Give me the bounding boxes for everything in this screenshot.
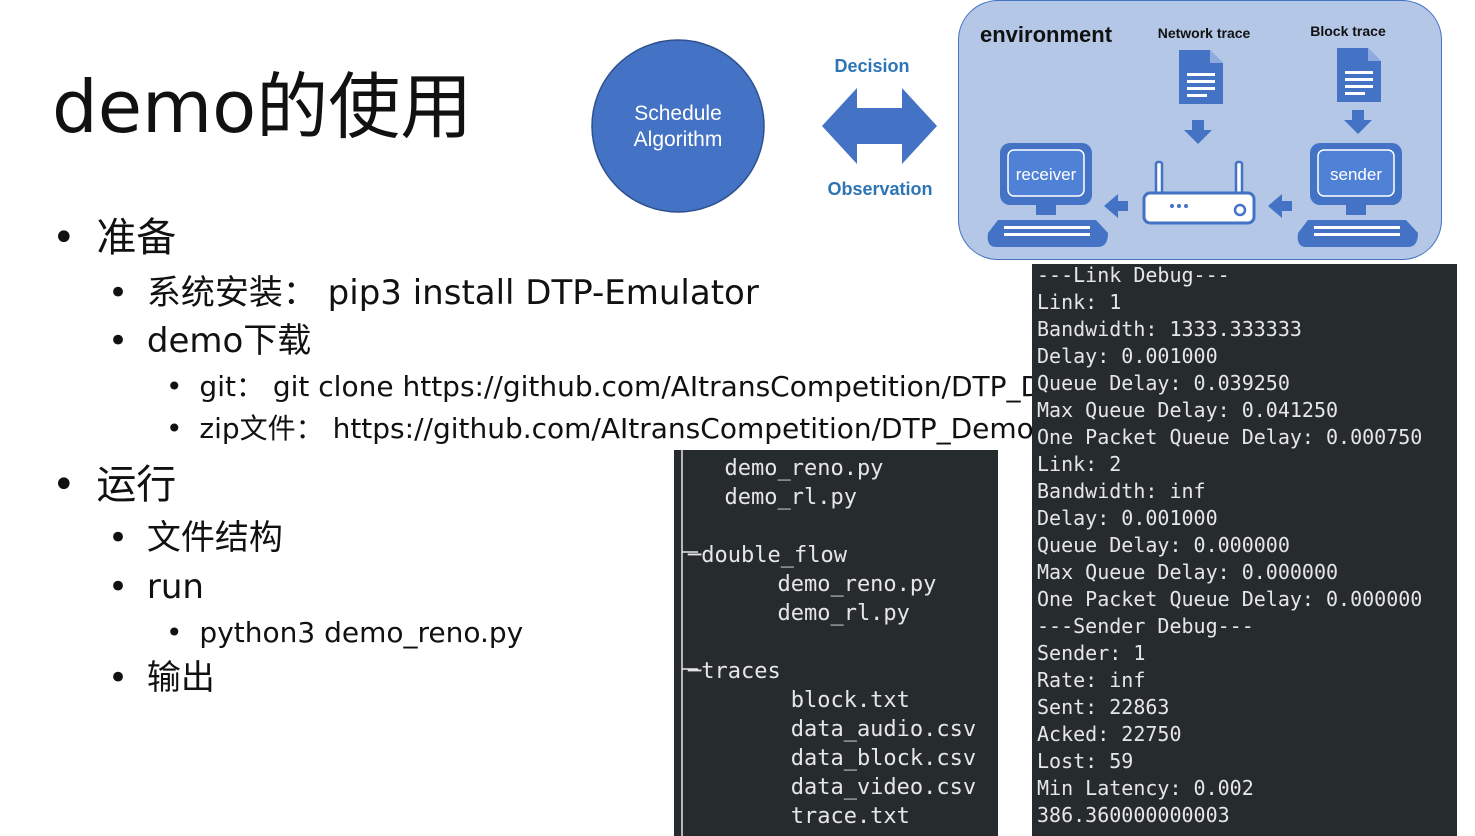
bullet-output: • 输出 — [108, 657, 215, 699]
bullet-zip-label[interactable]: zip文件： https://github.com/AItransCompeti… — [199, 412, 1032, 445]
receiver-label: receiver — [1016, 165, 1077, 184]
left-arrow-icon — [1104, 194, 1128, 218]
bullet-run: • run — [108, 566, 204, 608]
debug-output-line: Queue Delay: 0.000000 — [1037, 533, 1290, 557]
algorithm-label-2: Algorithm — [634, 128, 723, 151]
down-arrow-icon — [1184, 120, 1212, 144]
debug-output-line: Sender: 1 — [1037, 641, 1146, 665]
tree-lines — [681, 450, 698, 836]
bullet-output-label: 输出 — [146, 658, 215, 698]
bullet-dot: • — [52, 462, 76, 508]
file-tree-line: data_video.csv — [698, 775, 977, 800]
schedule-algorithm-circle — [591, 39, 765, 213]
debug-output-line: Bandwidth: inf — [1037, 479, 1206, 503]
bullet-dot: • — [108, 567, 129, 607]
debug-output-line: Queue Delay: 0.039250 — [1037, 371, 1290, 395]
bullet-sys-install: • 系统安装： pip3 install DTP-Emulator — [108, 272, 759, 314]
bullet-demo-download-label: demo下载 — [146, 321, 312, 361]
bullet-sys-install-label: 系统安装： pip3 install DTP-Emulator — [146, 273, 759, 313]
bullet-prep: • 准备 — [52, 213, 176, 263]
bullet-file-struct-label: 文件结构 — [146, 518, 283, 558]
debug-output-line: Delay: 0.001000 — [1037, 344, 1218, 368]
environment-diagram: environment Network trace Block trace re… — [980, 22, 1418, 247]
block-trace-document-icon — [1337, 48, 1381, 102]
sender-computer-icon — [1297, 143, 1418, 247]
debug-output-line: ---Sender Debug--- — [1037, 614, 1254, 638]
file-tree-line: ─double_flow — [688, 543, 847, 568]
decision-label: Decision — [834, 56, 909, 76]
environment-label: environment — [980, 22, 1113, 47]
router-icon — [1142, 160, 1256, 225]
debug-output-line: Min Latency: 0.002 — [1037, 776, 1254, 800]
sender-label: sender — [1330, 165, 1382, 184]
debug-output-line: Link: 1 — [1037, 290, 1122, 314]
debug-output-line: Rate: inf — [1037, 668, 1146, 692]
file-tree-panel: demo_reno.py demo_rl.py ─double_flow demo… — [674, 450, 998, 836]
debug-output-line: Lost: 59 — [1037, 749, 1134, 773]
network-trace-document-icon — [1179, 50, 1223, 104]
debug-output-line: Bandwidth: 1333.333333 — [1037, 317, 1302, 341]
receiver-computer-icon — [987, 143, 1108, 247]
bullet-run-section-label: 运行 — [96, 462, 177, 508]
bullet-dot: • — [166, 616, 183, 649]
file-tree-line: data_block.csv — [698, 746, 977, 771]
file-tree-line: demo_rl.py — [698, 485, 857, 510]
file-tree-line: block.txt — [698, 688, 910, 713]
debug-output-line: Link: 2 — [1037, 452, 1122, 476]
debug-output-line: Delay: 0.001000 — [1037, 506, 1218, 530]
bullet-demo-download: • demo下载 — [108, 320, 311, 362]
debug-output-line: Max Queue Delay: 0.041250 — [1037, 398, 1339, 422]
bullet-run-section: • 运行 — [52, 460, 176, 510]
file-tree-line: data_audio.csv — [698, 717, 977, 742]
bullet-prep-label: 准备 — [96, 215, 177, 261]
block-trace-label: Block trace — [1310, 23, 1386, 39]
bullet-dot: • — [108, 518, 129, 558]
observation-label: Observation — [827, 179, 932, 199]
file-tree-line: trace.txt — [698, 804, 910, 829]
bullet-file-struct: • 文件结构 — [108, 517, 283, 559]
bullet-git: • git： git clone https://github.com/AItr… — [166, 369, 1032, 405]
left-arrow-icon — [1268, 194, 1292, 218]
file-tree-line: ─traces — [688, 659, 781, 684]
bullet-python-cmd-label: python3 demo_reno.py — [199, 616, 524, 649]
bullet-dot: • — [108, 321, 129, 361]
bullet-zip: • zip文件： https://github.com/AItransCompe… — [166, 411, 1032, 447]
slide-title: demo的使用 — [52, 65, 473, 149]
debug-output-line: ---Link Debug--- — [1037, 264, 1230, 287]
debug-output-line: Acked: 22750 — [1037, 722, 1182, 746]
bullet-dot: • — [166, 370, 183, 403]
bullet-dot: • — [108, 273, 129, 313]
bullet-git-label[interactable]: git： git clone https://github.com/AItran… — [199, 370, 1032, 403]
debug-output-line: One Packet Queue Delay: 0.000750 — [1037, 425, 1423, 449]
algorithm-diagram: Schedule Algorithm Decision Observation — [591, 39, 937, 213]
bullet-run-label: run — [146, 567, 204, 607]
bullet-dot: • — [166, 412, 183, 445]
bullet-python-cmd: • python3 demo_reno.py — [166, 615, 523, 651]
down-arrow-icon — [1344, 110, 1372, 134]
debug-output-line: One Packet Queue Delay: 0.000000 — [1037, 587, 1423, 611]
file-tree-line: demo_reno.py — [698, 572, 937, 597]
debug-output-line: 386.360000000003 — [1037, 803, 1230, 827]
network-trace-label: Network trace — [1158, 25, 1251, 41]
algorithm-label-1: Schedule — [634, 102, 722, 125]
double-arrow-icon — [822, 88, 937, 164]
bullet-dot: • — [108, 658, 129, 698]
bullet-dot: • — [52, 215, 76, 261]
debug-output-panel: ---Link Debug--- Link: 1 Bandwidth: 1333.3… — [1032, 264, 1457, 836]
debug-output-line: Sent: 22863 — [1037, 695, 1170, 719]
debug-output-line: Max Queue Delay: 0.000000 — [1037, 560, 1339, 584]
file-tree-line: demo_reno.py — [698, 456, 884, 481]
file-tree-line: demo_rl.py — [698, 601, 910, 626]
